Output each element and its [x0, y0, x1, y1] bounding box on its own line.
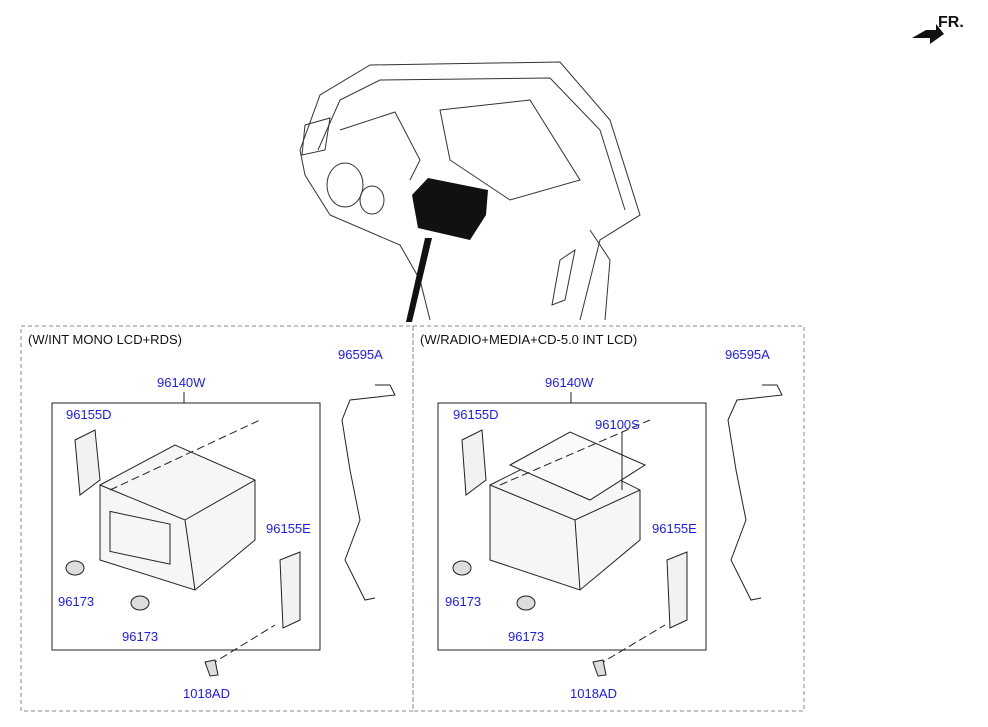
- part-label[interactable]: 96140W: [545, 375, 594, 390]
- audio-unit-left: [99, 419, 261, 591]
- part-label[interactable]: 96173: [122, 629, 159, 644]
- antenna-cable-left: [341, 384, 396, 601]
- bracket-right-a: [279, 551, 301, 629]
- bracket-right-b: [666, 551, 688, 629]
- bracket-left-b: [461, 429, 487, 496]
- front-arrow-icon: [912, 24, 944, 44]
- right-variant-title: (W/RADIO+MEDIA+CD-5.0 INT LCD): [420, 332, 638, 347]
- part-label[interactable]: 96100S: [595, 417, 640, 432]
- part-label[interactable]: 96595A: [725, 347, 770, 362]
- audio-unit-box-left: [51, 402, 321, 651]
- antenna-cable-right: [727, 384, 783, 601]
- part-label[interactable]: 96173: [58, 594, 95, 609]
- audio-unit-box-right: [437, 402, 707, 651]
- part-label[interactable]: 96173: [445, 594, 482, 609]
- location-pointer: [406, 238, 432, 322]
- knob-right-1: [452, 560, 472, 576]
- screw-right: [592, 659, 607, 677]
- audio-unit-location-highlight: [412, 178, 488, 240]
- bracket-left-a: [74, 429, 101, 496]
- part-label[interactable]: 1018AD: [183, 686, 230, 701]
- knob-left-2: [130, 595, 150, 611]
- part-label[interactable]: 96155D: [66, 407, 112, 422]
- audio-unit-right: [489, 419, 651, 591]
- part-label[interactable]: 96140W: [157, 375, 206, 390]
- part-label[interactable]: 96595A: [338, 347, 383, 362]
- part-label[interactable]: 1018AD: [570, 686, 617, 701]
- part-label[interactable]: 96155D: [453, 407, 499, 422]
- front-direction-label: FR.: [938, 14, 964, 31]
- part-label[interactable]: 96155E: [652, 521, 697, 536]
- screw-left: [204, 659, 219, 677]
- knob-right-2: [516, 595, 536, 611]
- right-variant-frame: [412, 325, 805, 712]
- part-label[interactable]: 96173: [508, 629, 545, 644]
- left-variant-title: (W/INT MONO LCD+RDS): [28, 332, 182, 347]
- part-label[interactable]: 96155E: [266, 521, 311, 536]
- dashboard-illustration: [299, 61, 641, 321]
- knob-left-1: [65, 560, 85, 576]
